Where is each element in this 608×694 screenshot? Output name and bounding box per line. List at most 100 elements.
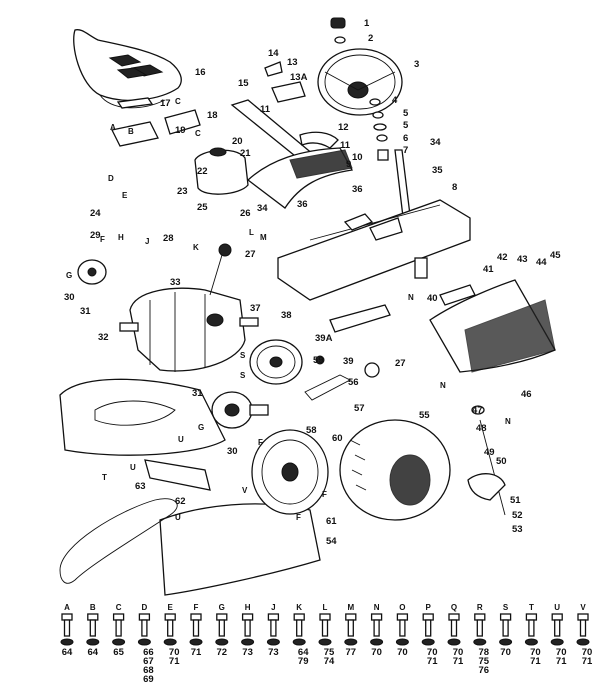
assembly-letter: S bbox=[240, 371, 246, 380]
hardware-code: 70 bbox=[453, 647, 464, 658]
part-label: 52 bbox=[512, 510, 523, 521]
hardware-letter: P bbox=[426, 603, 432, 612]
hardware-code: 64 bbox=[298, 647, 309, 658]
hardware-code: 73 bbox=[268, 647, 279, 658]
part-label: 60 bbox=[332, 433, 343, 444]
washer-icon bbox=[473, 638, 487, 646]
bolt-head-icon bbox=[216, 613, 228, 621]
hardware-letter: F bbox=[194, 603, 199, 612]
hardware-letter: B bbox=[90, 603, 96, 612]
part-label: 61 bbox=[326, 516, 337, 527]
bolt-shank-icon bbox=[476, 619, 483, 637]
bolt-head-icon bbox=[577, 613, 589, 621]
bolt-shank-icon bbox=[244, 619, 251, 637]
assembly-letter: F bbox=[296, 513, 301, 522]
hardware-item-b: B64 bbox=[86, 603, 100, 658]
hardware-item-f: F71 bbox=[189, 603, 203, 658]
part-label: 25 bbox=[197, 202, 208, 213]
assembly-letter: G bbox=[66, 271, 72, 280]
part-label: 46 bbox=[521, 389, 532, 400]
rear-fender bbox=[59, 378, 226, 456]
part-label: 11 bbox=[340, 140, 351, 151]
bolt-shank-icon bbox=[270, 619, 277, 637]
bolt-shank-icon bbox=[528, 619, 535, 637]
assembly-letter: G bbox=[198, 423, 204, 432]
brackets-misc bbox=[144, 355, 380, 491]
washer-icon bbox=[499, 638, 513, 646]
part-label: 24 bbox=[90, 208, 101, 219]
part-label: 41 bbox=[483, 264, 494, 275]
part-label: 22 bbox=[197, 166, 208, 177]
part-label: 28 bbox=[163, 233, 174, 244]
part-label: 5 bbox=[403, 120, 409, 131]
assembly-letter: E bbox=[122, 191, 128, 200]
bolt-head-icon bbox=[448, 613, 460, 621]
part-label: 18 bbox=[207, 110, 218, 121]
part-label: 34 bbox=[257, 203, 268, 214]
part-label: 29 bbox=[90, 230, 101, 241]
hardware-code: 70 bbox=[371, 647, 382, 658]
part-label: 49 bbox=[484, 447, 495, 458]
bolt-head-icon bbox=[241, 613, 254, 621]
bolt-head-icon bbox=[525, 613, 538, 621]
hardware-code: 71 bbox=[169, 656, 180, 667]
part-label: 2 bbox=[368, 33, 373, 44]
part-label: 16 bbox=[195, 67, 206, 78]
hardware-letter: K bbox=[296, 603, 302, 612]
part-label: 62 bbox=[175, 496, 186, 507]
hardware-letter: D bbox=[142, 603, 148, 612]
washer-icon bbox=[241, 638, 255, 646]
washer-icon bbox=[318, 638, 332, 646]
part-label: 31 bbox=[192, 388, 203, 399]
washer-icon bbox=[524, 638, 538, 646]
steering-wheel bbox=[317, 48, 403, 116]
inline-letters: A B C C D E F G H J K L M N N S S T U U … bbox=[66, 97, 511, 522]
hardware-code: 75 bbox=[324, 647, 335, 658]
part-label: 34 bbox=[430, 137, 441, 148]
hardware-item-s: S70 bbox=[499, 603, 513, 658]
part-label: 40 bbox=[427, 293, 438, 304]
hardware-code: 70 bbox=[169, 647, 180, 658]
washer-icon bbox=[292, 638, 306, 646]
part-label: 35 bbox=[432, 165, 443, 176]
hardware-item-m: M77 bbox=[344, 603, 358, 658]
bolt-head-icon bbox=[267, 613, 280, 621]
part-label: 27 bbox=[245, 249, 256, 260]
drive-belt bbox=[59, 498, 178, 584]
assembly-letter: F bbox=[258, 438, 263, 447]
hardware-letter: L bbox=[323, 603, 328, 612]
hardware-code: 79 bbox=[298, 656, 309, 667]
bolt-head-icon bbox=[87, 613, 99, 621]
washer-icon bbox=[60, 638, 74, 646]
bolt-head-icon bbox=[138, 613, 151, 621]
assembly-letter: F bbox=[322, 490, 327, 499]
bolt-shank-icon bbox=[63, 619, 71, 637]
part-label: 57 bbox=[354, 403, 365, 414]
bolt-shank-icon bbox=[192, 619, 200, 637]
part-label: 55 bbox=[419, 410, 430, 421]
hardware-code: 75 bbox=[479, 656, 490, 667]
bolt-head-icon bbox=[422, 613, 434, 621]
hardware-item-h: H73 bbox=[241, 603, 255, 658]
front-grille bbox=[429, 279, 556, 373]
washer-icon bbox=[266, 638, 280, 646]
part-label: 43 bbox=[517, 254, 528, 265]
bolt-head-icon bbox=[499, 613, 512, 621]
part-label: 31 bbox=[80, 306, 91, 317]
washer-icon bbox=[86, 638, 100, 646]
hardware-code: 69 bbox=[143, 674, 154, 685]
part-label: 14 bbox=[268, 48, 279, 59]
bolt-shank-icon bbox=[141, 619, 148, 637]
hardware-letter: A bbox=[64, 603, 70, 612]
hardware-item-c: C65 bbox=[112, 603, 126, 658]
part-label: 50 bbox=[496, 456, 507, 467]
assembly-letter: N bbox=[505, 417, 511, 426]
washer-icon bbox=[421, 638, 435, 646]
hardware-code: 71 bbox=[453, 656, 464, 667]
part-labels: 1 2 3 4 5 5 6 7 8 9 10 11 11 12 13 13A 1… bbox=[64, 18, 561, 547]
hardware-code: 77 bbox=[346, 647, 357, 658]
part-label: 8 bbox=[452, 182, 457, 193]
